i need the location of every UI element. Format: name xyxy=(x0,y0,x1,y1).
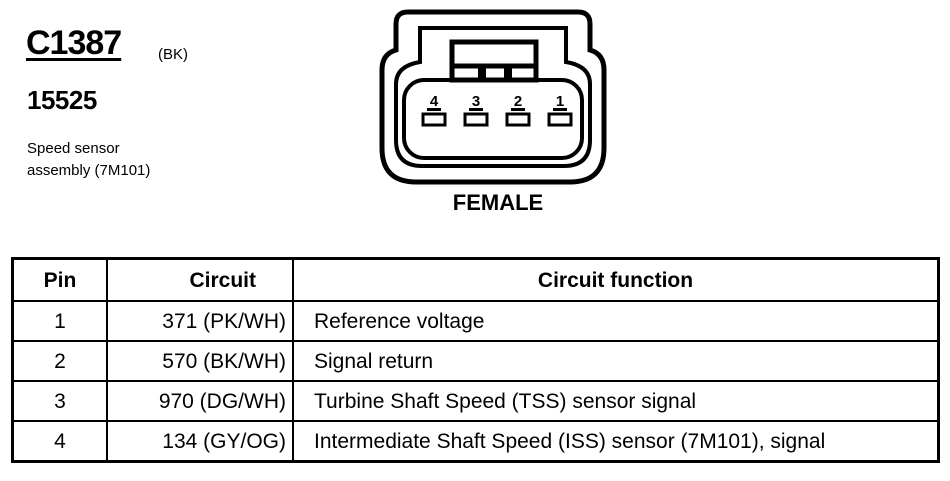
cell-pin: 1 xyxy=(11,300,108,342)
pin-label-1: 1 xyxy=(556,93,564,110)
tab-rib-1 xyxy=(478,66,486,80)
tab-rib-2 xyxy=(504,66,512,80)
cell-circuit-function: Signal return xyxy=(292,340,940,382)
cell-circuit-function: Intermediate Shaft Speed (ISS) sensor (7… xyxy=(292,420,940,463)
pin-table: Pin Circuit Circuit function 1 371 (PK/W… xyxy=(11,257,940,463)
component-description-line1: Speed sensor xyxy=(27,140,120,157)
header-circuit: Circuit xyxy=(106,257,294,302)
header-circuit-function: Circuit function xyxy=(292,257,940,302)
cell-pin: 3 xyxy=(11,380,108,422)
component-description: Speed sensor assembly (7M101) xyxy=(27,138,227,182)
cell-circuit-function: Turbine Shaft Speed (TSS) sensor signal xyxy=(292,380,940,422)
pin-label-underline-1 xyxy=(553,108,567,111)
connector-id: C1387 xyxy=(26,24,122,62)
pin-terminal-3 xyxy=(463,112,489,127)
pin-label-4: 4 xyxy=(430,93,439,110)
part-number: 15525 xyxy=(27,85,97,115)
pin-terminal-1 xyxy=(547,112,573,127)
pin-terminal-4 xyxy=(421,112,447,127)
pin-terminal-2 xyxy=(505,112,531,127)
cell-circuit: 134 (GY/OG) xyxy=(106,420,294,463)
table-row: 3 970 (DG/WH) Turbine Shaft Speed (TSS) … xyxy=(11,380,940,422)
table-row: 2 570 (BK/WH) Signal return xyxy=(11,340,940,382)
pin-label-2: 2 xyxy=(514,93,522,110)
cell-circuit: 371 (PK/WH) xyxy=(106,300,294,342)
cell-circuit: 970 (DG/WH) xyxy=(106,380,294,422)
connector-face-drawing: 4 3 2 1 xyxy=(379,9,607,185)
cell-pin: 2 xyxy=(11,340,108,382)
pin-label-underline-3 xyxy=(469,108,483,111)
connector-gender-label: FEMALE xyxy=(452,190,544,215)
connector-housing-outer xyxy=(379,9,607,185)
pin-table-header-row: Pin Circuit Circuit function xyxy=(11,257,940,302)
pin-label-underline-4 xyxy=(427,108,441,111)
locking-tab xyxy=(449,39,539,83)
connector-housing-inner xyxy=(394,26,592,168)
header-pin: Pin xyxy=(11,257,108,302)
cell-pin: 4 xyxy=(11,420,108,463)
pin-label-3: 3 xyxy=(472,93,480,110)
component-description-line2: assembly (7M101) xyxy=(27,162,151,179)
pin-cavity-window xyxy=(402,78,584,160)
connector-color-code: (BK) xyxy=(158,46,188,63)
table-row: 1 371 (PK/WH) Reference voltage xyxy=(11,300,940,342)
table-row: 4 134 (GY/OG) Intermediate Shaft Speed (… xyxy=(11,420,940,463)
pin-label-underline-2 xyxy=(511,108,525,111)
cell-circuit-function: Reference voltage xyxy=(292,300,940,342)
cell-circuit: 570 (BK/WH) xyxy=(106,340,294,382)
